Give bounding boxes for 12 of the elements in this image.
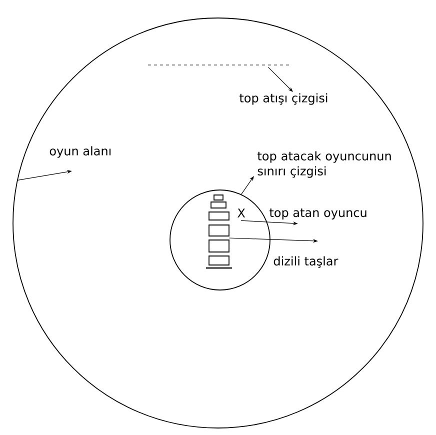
stones-label: dizili taşlar [274, 256, 338, 268]
stones-drawing [206, 194, 232, 269]
leader-arrow [268, 66, 293, 92]
playing-field-circle [12, 18, 424, 428]
inner-circle [170, 190, 270, 290]
boundary-label: top atacak oyuncunun sınırı çizgisi [258, 151, 391, 178]
player-label: top atan oyuncu [270, 208, 366, 220]
dashed-line [148, 64, 290, 66]
x-mark: X [238, 208, 246, 218]
leader-arrow [241, 176, 254, 195]
line-label: top atışı çizgisi [240, 93, 328, 105]
field-label: oyun alanı [50, 146, 111, 158]
